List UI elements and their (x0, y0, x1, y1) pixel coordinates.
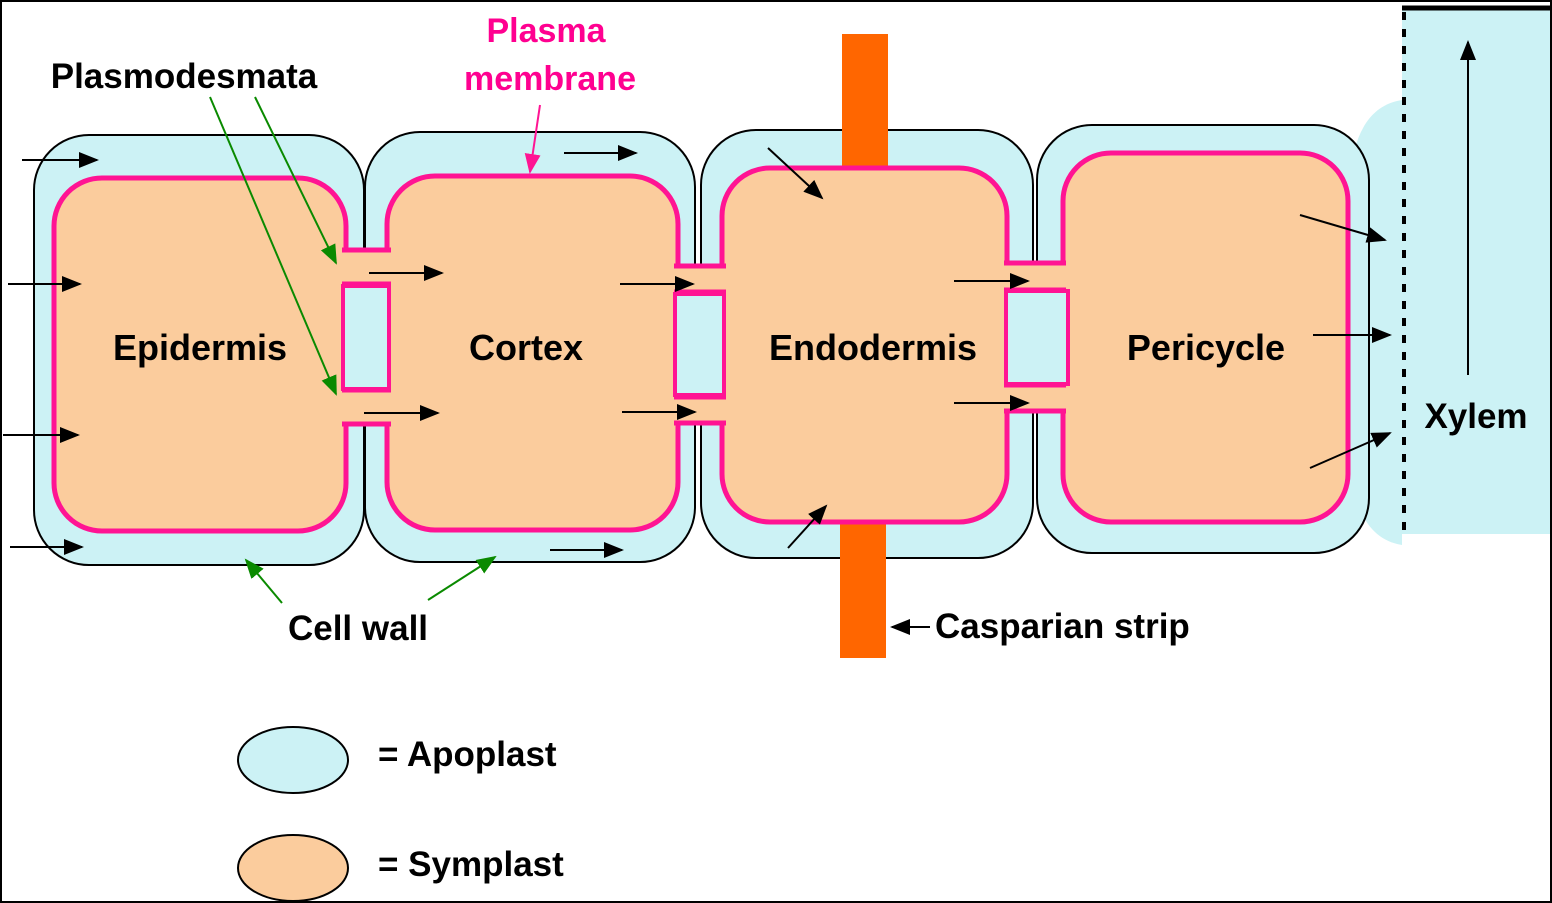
cell-wall-label: Cell wall (288, 609, 428, 648)
legend-text-symplast: = Symplast (378, 845, 564, 884)
casparian-strip-bottom (840, 518, 886, 658)
cell-label-pericycle: Pericycle (1127, 327, 1285, 368)
cell-label-cortex: Cortex (469, 327, 583, 368)
legend-text-apoplast: = Apoplast (378, 735, 557, 774)
casparian-strip-top (842, 34, 888, 174)
cell-label-endodermis: Endodermis (769, 327, 977, 368)
plasma-membrane-label-line1: Plasma (486, 12, 606, 50)
xylem-lumen (1402, 6, 1550, 534)
plasmodesma-channel (1000, 262, 1070, 290)
plasmodesmata-label: Plasmodesmata (51, 57, 318, 96)
plasmodesma-channel (338, 390, 395, 424)
xylem-label: Xylem (1424, 397, 1527, 436)
cell-label-epidermis: Epidermis (113, 327, 287, 368)
plasma-membrane-label-line2: membrane (464, 60, 636, 98)
legend-swatch-symplast (238, 835, 348, 901)
plasmodesma-channel (338, 250, 395, 284)
casparian-strip-label: Casparian strip (935, 607, 1190, 646)
legend-swatch-apoplast (238, 727, 348, 793)
